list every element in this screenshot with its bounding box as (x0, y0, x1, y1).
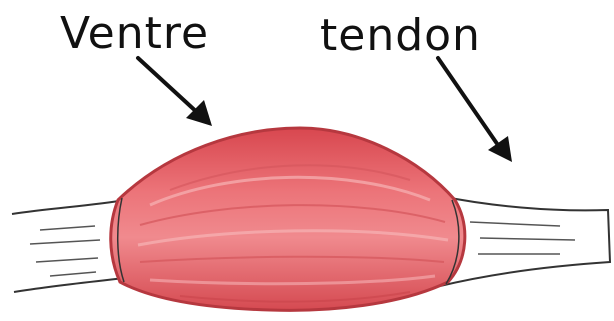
arrow-tendon (438, 58, 512, 162)
left-tendon (12, 200, 125, 292)
arrow-ventre (138, 58, 212, 126)
muscle-belly (111, 128, 465, 310)
